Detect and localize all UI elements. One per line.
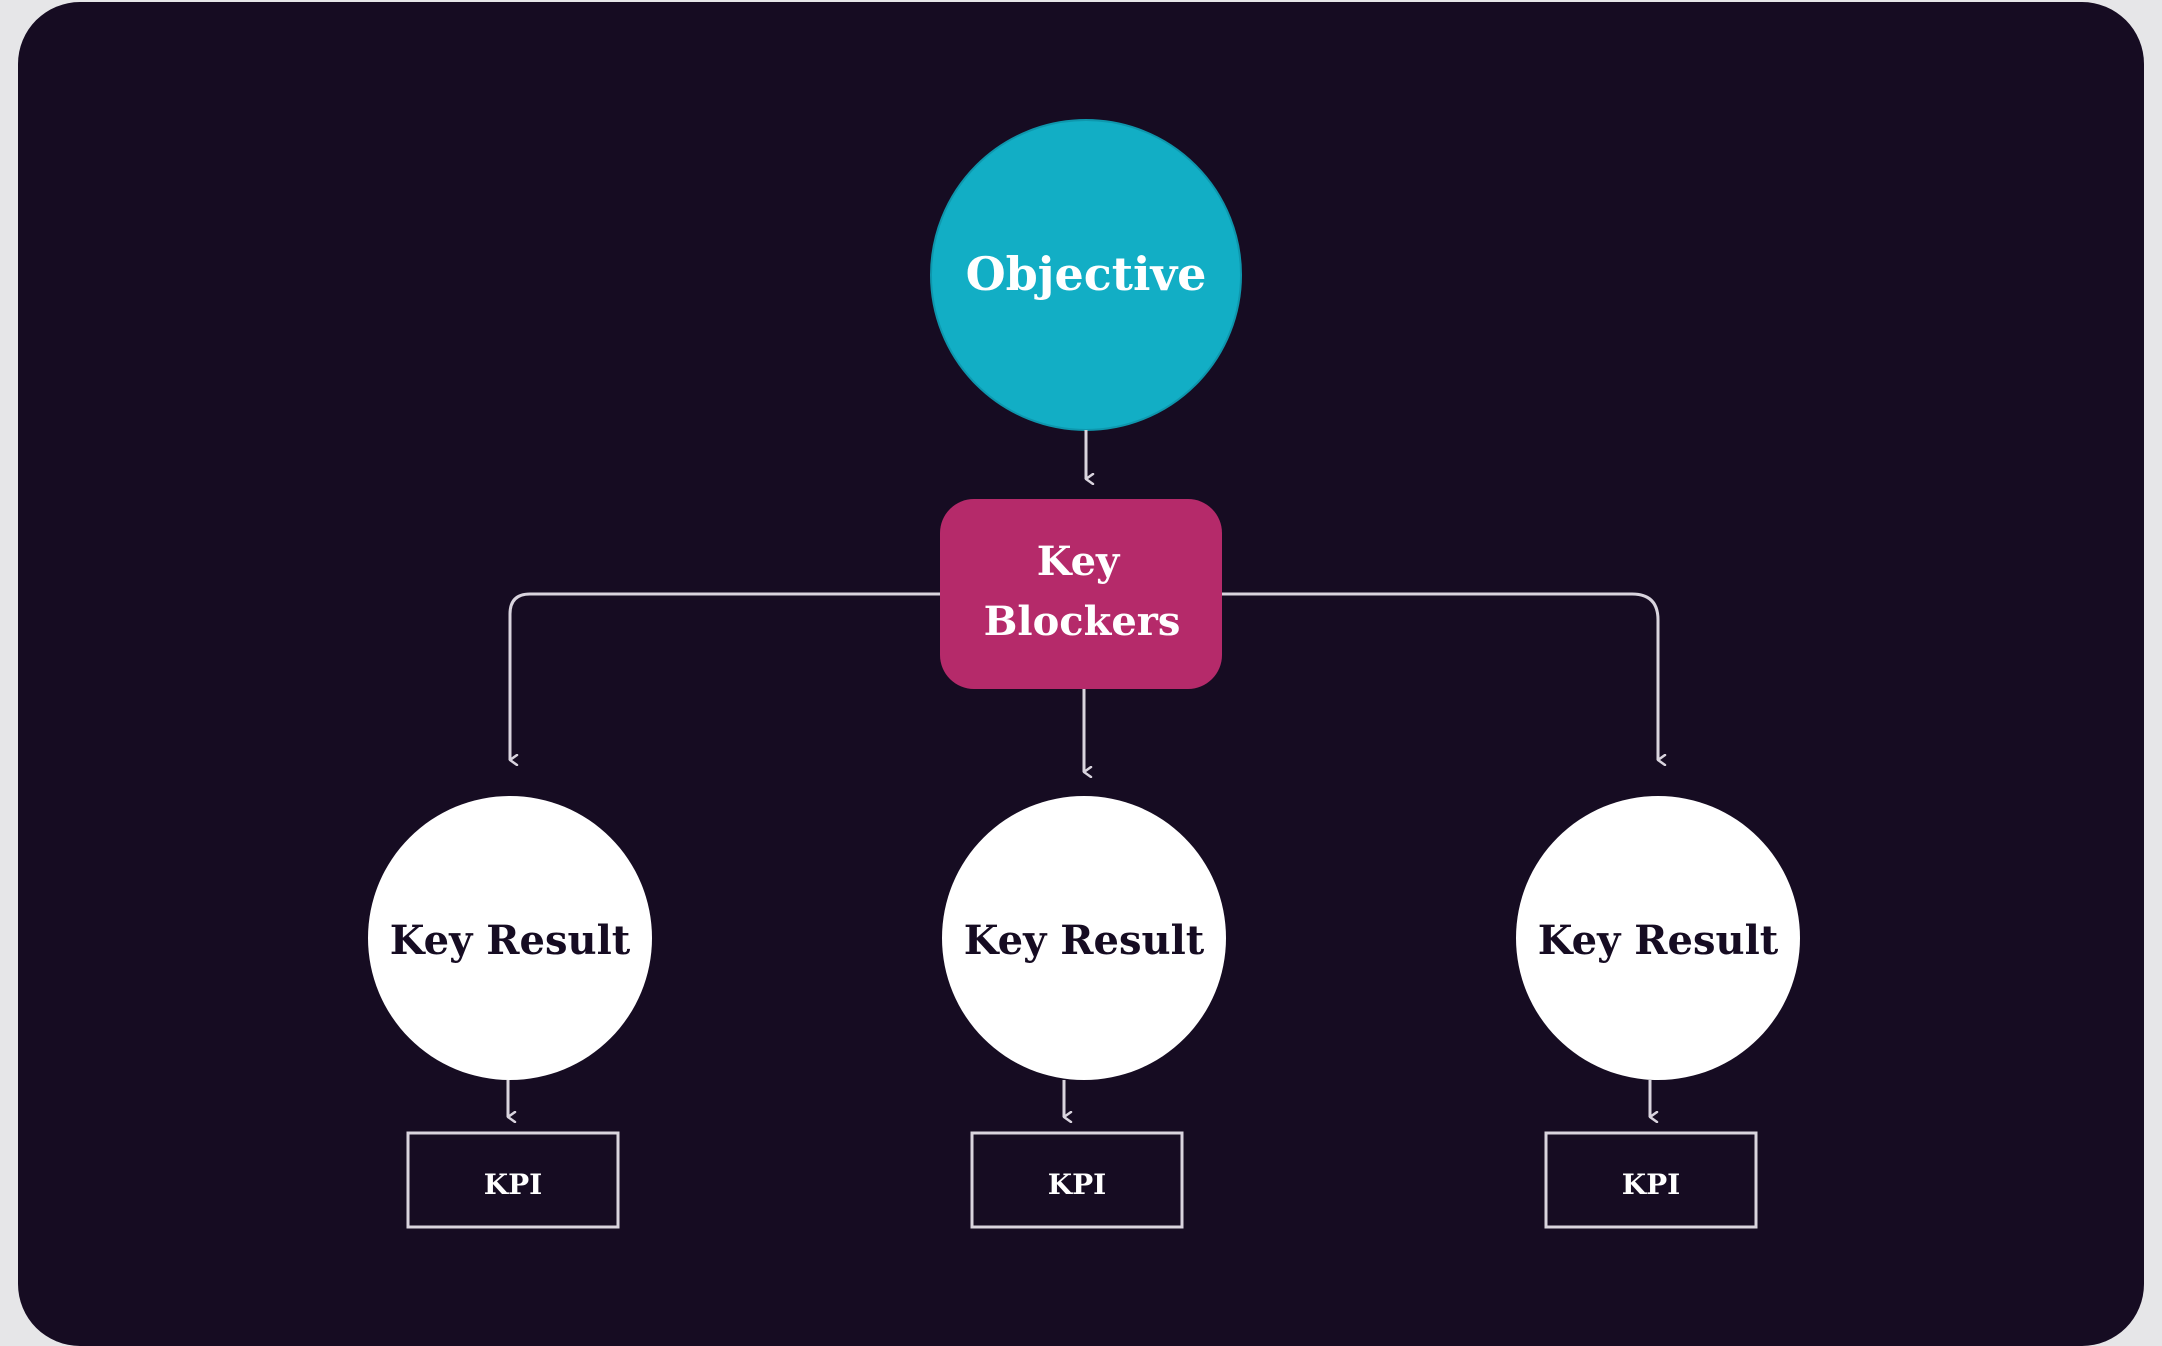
kpi-label: KPI	[484, 1168, 543, 1201]
key-result-label: Key Result	[390, 917, 631, 964]
key-result-circle	[1516, 796, 1800, 1080]
kpi-label: KPI	[1048, 1168, 1107, 1201]
kpi-label: KPI	[1622, 1168, 1681, 1201]
kpi-node-3: KPI	[1544, 1131, 1758, 1229]
key-result-circle	[942, 796, 1226, 1080]
key-result-node-1: Key Result	[368, 796, 652, 1080]
key-blockers-label-line1: Key	[1037, 538, 1121, 585]
key-result-circle	[368, 796, 652, 1080]
key-result-node-3: Key Result	[1516, 796, 1800, 1080]
kpi-node-1: KPI	[406, 1131, 620, 1229]
blockers-to-left-result-connector	[508, 592, 940, 760]
blockers-to-right-result-connector	[1222, 592, 1658, 760]
key-result-label: Key Result	[1538, 917, 1779, 964]
kpi-box	[1544, 1131, 1758, 1229]
key-blockers-box	[940, 499, 1222, 689]
okr-diagram: Objective Key Blockers Key Result Key Re…	[368, 119, 1800, 1229]
objective-node: Objective	[930, 119, 1242, 431]
key-blockers-node: Key Blockers	[940, 499, 1222, 689]
key-result-node-2: Key Result	[942, 796, 1226, 1080]
kpi-box	[970, 1131, 1184, 1229]
key-result-label: Key Result	[964, 917, 1205, 964]
kpi-node-2: KPI	[970, 1131, 1184, 1229]
objective-label: Objective	[966, 247, 1207, 301]
diagram-canvas: Objective Key Blockers Key Result Key Re…	[18, 2, 2144, 1346]
key-blockers-label-line2: Blockers	[984, 598, 1181, 645]
kpi-box	[406, 1131, 620, 1229]
